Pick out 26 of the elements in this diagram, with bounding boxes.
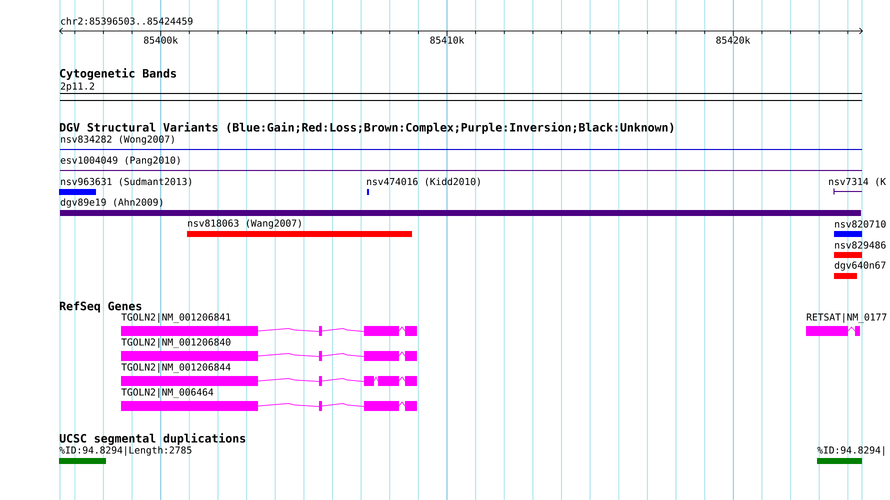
tick-label: 85410k bbox=[430, 36, 464, 44]
position-label: chr2:85396503..85424459 bbox=[61, 17, 192, 25]
feature-label: %ID:94.8294|Length:2785 bbox=[59, 446, 192, 456]
track-heading: RefSeq Genes bbox=[60, 301, 142, 313]
feature-label: nsv7314 (K bbox=[829, 178, 886, 186]
track-heading: Cytogenetic Bands bbox=[60, 68, 176, 80]
gene-label: TGOLN2|NM_001206840 bbox=[121, 338, 230, 348]
gene-label: RETSAT|NM_0177 bbox=[806, 313, 886, 323]
track-heading: DGV Structural Variants (Blue:Gain;Red:Loss;Brown:Complex;Purple:Inversion;Black:Unknown) bbox=[60, 122, 674, 134]
gene-label: TGOLN2|NM_001206841 bbox=[121, 313, 230, 323]
feature-label: nsv474016 (Kidd2010) bbox=[367, 178, 480, 186]
tick-label: 85420k bbox=[716, 36, 750, 44]
feature-label: nsv834282 (Wong2007) bbox=[61, 135, 174, 145]
feature-label: nsv820710 bbox=[835, 220, 886, 228]
feature-label: dgv89e19 (Ahn2009) bbox=[60, 198, 162, 208]
feature-label: nsv963631 (Sudmant2013) bbox=[61, 178, 192, 186]
feature-label: nsv829486 bbox=[835, 241, 886, 249]
gene-label: TGOLN2|NM_006464 bbox=[121, 388, 214, 398]
feature-label: dgv640n67 bbox=[834, 261, 886, 271]
gene-label: TGOLN2|NM_001206844 bbox=[121, 363, 231, 373]
track-heading: UCSC segmental duplications bbox=[60, 433, 246, 445]
tick-label: 85400k bbox=[144, 36, 178, 44]
feature-label: esv1004049 (Pang2010) bbox=[60, 156, 180, 166]
band-label: 2p11.2 bbox=[60, 82, 94, 92]
feature-label: nsv818063 (Wang2007) bbox=[188, 219, 301, 229]
feature-label: %ID:94.8294| bbox=[817, 446, 884, 456]
